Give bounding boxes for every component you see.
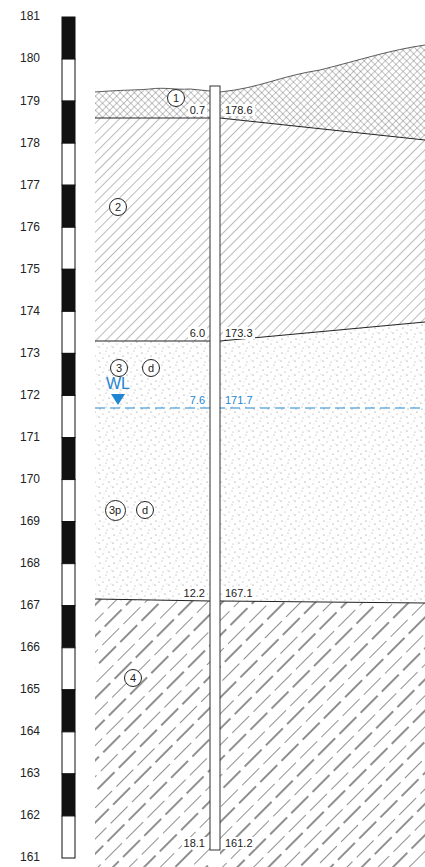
ruler-segment xyxy=(62,227,75,269)
ruler-segment xyxy=(62,606,75,648)
elevation-tick: 165 xyxy=(20,683,40,696)
callout-number: d xyxy=(142,505,148,516)
layer-callout: 3 xyxy=(110,359,128,377)
ruler-segment xyxy=(62,438,75,480)
ruler-segment xyxy=(62,690,75,732)
ruler-segment xyxy=(62,564,75,606)
water-level-marker xyxy=(111,394,125,405)
elevation-tick: 176 xyxy=(20,221,40,234)
elevation-tick: 174 xyxy=(20,305,40,318)
ruler-segment xyxy=(62,17,75,59)
ruler-segment xyxy=(62,648,75,690)
depth-label: 6.0 xyxy=(188,327,207,339)
callout-number: d xyxy=(148,363,154,374)
elevation-tick: 173 xyxy=(20,347,40,360)
layer-callout: 2 xyxy=(109,198,127,216)
ruler-segment xyxy=(62,101,75,143)
ruler-segment xyxy=(62,311,75,353)
ruler-segment xyxy=(62,143,75,185)
depth-label: 178.6 xyxy=(223,104,255,116)
layer-callout: 4 xyxy=(124,669,142,687)
clay-layer xyxy=(95,599,210,867)
depth-label: 7.6 xyxy=(188,394,207,406)
callout-number: 4 xyxy=(130,673,136,684)
depth-label: 167.1 xyxy=(223,587,255,599)
layer-callout: d xyxy=(136,501,154,519)
layer-callout: 1 xyxy=(167,89,185,107)
ruler-segment xyxy=(62,395,75,437)
elevation-tick: 162 xyxy=(20,809,40,822)
elevation-tick: 179 xyxy=(20,95,40,108)
depth-label: 12.2 xyxy=(182,587,207,599)
elevation-tick: 170 xyxy=(20,473,40,486)
depth-label: 0.7 xyxy=(188,104,207,116)
water-level-line xyxy=(95,408,425,409)
elevation-tick: 171 xyxy=(20,431,40,444)
ruler-segment xyxy=(62,353,75,395)
ground-surface xyxy=(95,88,210,92)
elevation-tick: 181 xyxy=(20,10,40,23)
elevation-tick: 178 xyxy=(20,137,40,150)
elevation-tick: 172 xyxy=(20,389,40,402)
callout-number: 1 xyxy=(173,93,179,104)
cohesive-layer xyxy=(220,118,425,341)
ruler-segment xyxy=(62,480,75,522)
elevation-tick: 163 xyxy=(20,767,40,780)
ruler-segment xyxy=(62,816,75,858)
scale-ruler xyxy=(62,17,75,858)
fill-layer xyxy=(95,88,210,118)
ruler-segment xyxy=(62,269,75,311)
elevation-tick: 167 xyxy=(20,599,40,612)
ruler-segment xyxy=(62,774,75,816)
ground-surface xyxy=(220,45,425,92)
depth-label: 161.2 xyxy=(223,837,255,849)
borehole xyxy=(210,86,220,850)
callout-number: 3 xyxy=(116,363,122,374)
callout-number: 2 xyxy=(115,202,121,213)
elevation-tick: 180 xyxy=(20,52,40,65)
callout-number: 3p xyxy=(109,505,121,516)
clay-layer xyxy=(220,601,425,867)
layer-boundaries xyxy=(95,118,425,603)
elevation-tick: 168 xyxy=(20,557,40,570)
depth-label: 18.1 xyxy=(182,837,207,849)
elevation-tick: 175 xyxy=(20,263,40,276)
sand-layer xyxy=(220,322,425,603)
layer-callout: d xyxy=(142,359,160,377)
elevation-tick: 164 xyxy=(20,725,40,738)
ruler-segment xyxy=(62,522,75,564)
ruler-segment xyxy=(62,732,75,774)
water-level-tag: WL xyxy=(106,375,130,393)
layer-callout: 3p xyxy=(105,500,126,521)
elevation-tick: 161 xyxy=(20,851,40,864)
depth-label: 171.7 xyxy=(223,394,255,406)
elevation-tick: 177 xyxy=(20,179,40,192)
depth-label: 173.3 xyxy=(223,327,255,339)
ruler-segment xyxy=(62,185,75,227)
cohesive-layer xyxy=(95,118,210,341)
sand-layer xyxy=(95,341,210,601)
elevation-tick: 169 xyxy=(20,515,40,528)
ruler-segment xyxy=(62,59,75,101)
elevation-tick: 166 xyxy=(20,641,40,654)
